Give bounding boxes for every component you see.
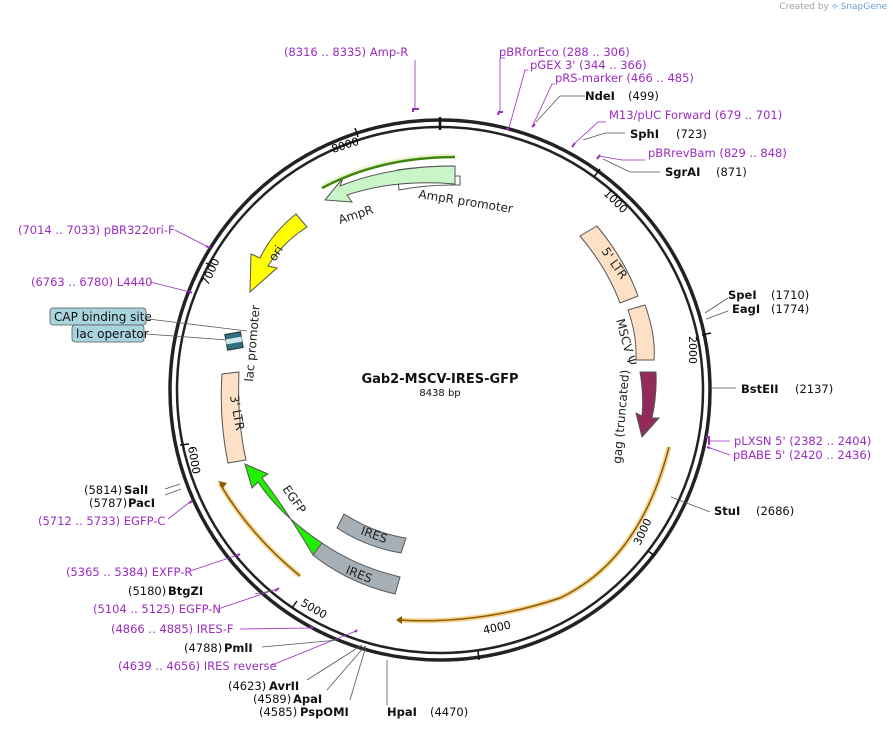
enzyme-pmli-name[interactable]: PmlI [224, 641, 253, 655]
annot-pbr322ori[interactable]: (7014 .. 7033) pBR322ori-F [18, 223, 175, 237]
annot-pgex3[interactable]: pGEX 3' (344 .. 366) [530, 58, 647, 72]
annot-ires-f[interactable]: (4866 .. 4885) IRES-F [111, 622, 234, 636]
annot-plxsn5[interactable]: pLXSN 5' (2382 .. 2404) [734, 434, 871, 448]
feature-ampr[interactable] [321, 154, 456, 203]
enzyme-sphi-pos: (723) [676, 127, 707, 141]
annot-ires-reverse[interactable]: (4639 .. 4656) IRES reverse [118, 659, 277, 673]
label-lac-operator: lac operator [76, 327, 149, 341]
enzyme-avrii-name[interactable]: AvrII [269, 679, 299, 693]
enzyme-sali-pos: (5814) [84, 483, 122, 497]
backbone [168, 117, 712, 662]
tick-label-8000: 8000 [330, 135, 361, 156]
enzyme-paci-name[interactable]: PacI [128, 496, 155, 510]
annot-pbrforeco[interactable]: pBRforEco (288 .. 306) [499, 45, 630, 59]
enzyme-hpai-pos: (4470) [430, 705, 468, 719]
tick-label-2000: 2000 [686, 336, 699, 364]
enzyme-bsteii-name[interactable]: BstEII [741, 382, 779, 396]
label-ampr-promoter: AmpR promoter [418, 187, 514, 216]
enzyme-eagi-pos: (1774) [771, 302, 809, 316]
enzyme-pspomi-pos: (4585) [259, 705, 297, 719]
feature-ires-1[interactable] [336, 513, 407, 554]
enzyme-sali-name[interactable]: SalI [124, 483, 148, 497]
annot-prs-marker[interactable]: pRS-marker (466 .. 485) [555, 71, 694, 85]
enzyme-hpai-name[interactable]: HpaI [387, 705, 417, 719]
annot-amp-r[interactable]: (8316 .. 8335) Amp-R [284, 45, 408, 59]
enzyme-spei-pos: (1710) [771, 288, 809, 302]
annot-exfp-r[interactable]: (5365 .. 5384) EXFP-R [66, 565, 192, 579]
enzyme-eagi-name[interactable]: EagI [732, 302, 760, 316]
label-cap-binding-site: CAP binding site [54, 310, 152, 324]
enzyme-spei-name[interactable]: SpeI [728, 288, 757, 302]
feature-3-ltr[interactable] [220, 371, 247, 464]
annot-l4440[interactable]: (6763 .. 6780) L4440 [31, 275, 152, 289]
annot-egfp-n[interactable]: (5104 .. 5125) EGFP-N [93, 602, 221, 616]
enzyme-leaders [139, 95, 736, 705]
enzyme-sgrai-pos: (871) [716, 165, 747, 179]
tick-label-4000: 4000 [482, 618, 512, 637]
enzyme-bsteii-pos: (2137) [795, 382, 833, 396]
orf-arcs [217, 446, 672, 624]
label-lac-promoter: lac promoter [242, 304, 263, 382]
annot-pbrrevbam[interactable]: pBRrevBam (829 .. 848) [648, 146, 787, 160]
enzyme-ndei-name[interactable]: NdeI [585, 89, 615, 103]
callout-cap-binding-site[interactable]: CAP binding site [49, 307, 152, 326]
enzyme-apai-name[interactable]: ApaI [293, 692, 322, 706]
enzyme-sgrai-name[interactable]: SgrAI [665, 165, 700, 179]
enzyme-btgzi-pos: (5180) [128, 584, 166, 598]
enzyme-pmli-pos: (4788) [184, 641, 222, 655]
enzyme-btgzi-name[interactable]: BtgZI [168, 584, 203, 598]
annot-pbabe5[interactable]: pBABE 5' (2420 .. 2436) [733, 448, 871, 462]
label-3-ltr: 3' LTR [227, 394, 247, 431]
feature-mscv-psi[interactable] [627, 304, 655, 361]
feature-lac-operator-block[interactable] [224, 331, 244, 351]
plasmid-size: 8438 bp [419, 388, 460, 399]
feature-ires-2[interactable] [312, 542, 401, 595]
enzyme-ndei-pos: (499) [628, 89, 659, 103]
label-gag: gag (truncated) [610, 369, 632, 464]
credit-prefix: Created by [779, 2, 829, 12]
feature-5-ltr[interactable] [579, 225, 639, 304]
tick-label-6000: 6000 [185, 445, 203, 475]
label-ampr: AmpR [337, 202, 375, 226]
feature-egfp[interactable] [244, 463, 323, 556]
feature-ori[interactable] [249, 213, 308, 294]
feature-gag[interactable] [635, 371, 661, 439]
enzyme-avrii-pos: (4623) [228, 679, 266, 693]
tick-label-5000: 5000 [299, 596, 330, 621]
enzyme-apai-pos: (4589) [253, 692, 291, 706]
plasmid-name: Gab2-MSCV-IRES-GFP [361, 372, 518, 387]
snapgene-credit: Created by ⟡ SnapGene [779, 2, 887, 12]
enzyme-pspomi-name[interactable]: PspOMI [300, 705, 349, 719]
annot-egfp-c[interactable]: (5712 .. 5733) EGFP-C [38, 514, 165, 528]
tick-label-1000: 1000 [601, 187, 630, 216]
enzyme-stui-name[interactable]: StuI [714, 504, 740, 518]
enzyme-sphi-name[interactable]: SphI [630, 127, 659, 141]
annot-m13-fwd[interactable]: M13/pUC Forward (679 .. 701) [609, 108, 782, 122]
enzyme-paci-pos: (5787) [89, 496, 127, 510]
snapgene-logo-icon: ⟡ [831, 2, 838, 12]
callout-lac-operator[interactable]: lac operator [71, 324, 149, 343]
enzyme-stui-pos: (2686) [756, 504, 794, 518]
credit-brand: SnapGene [840, 2, 887, 12]
primer-leaders [149, 57, 731, 666]
